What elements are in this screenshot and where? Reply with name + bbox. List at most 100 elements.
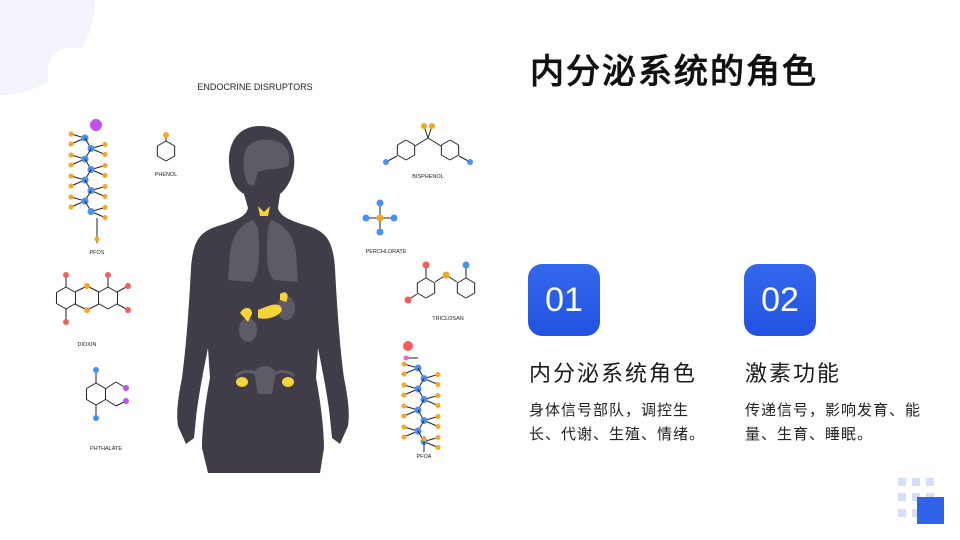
atom	[63, 319, 69, 325]
atom	[422, 261, 430, 269]
atom	[68, 183, 74, 189]
atom	[376, 214, 384, 222]
atom	[102, 205, 108, 210]
atom	[404, 296, 412, 304]
atom	[68, 152, 74, 158]
atom	[123, 398, 129, 404]
atom	[68, 141, 74, 147]
bond	[427, 137, 442, 147]
bond	[95, 399, 106, 406]
atom	[102, 173, 108, 178]
atom	[429, 123, 435, 129]
atom	[68, 194, 74, 200]
atom	[401, 371, 407, 377]
atom	[68, 173, 74, 179]
label-triclosan: TRICLOSAN	[432, 316, 464, 322]
bond	[397, 139, 407, 146]
bond	[86, 399, 97, 406]
atom	[403, 341, 413, 351]
atom	[435, 424, 441, 429]
bond	[465, 277, 475, 284]
atom	[102, 163, 108, 168]
label-bisphenol: BISPHENOL	[412, 174, 443, 180]
atom	[68, 131, 74, 137]
label-pfoa: PFOA	[417, 454, 432, 460]
bond	[107, 286, 118, 293]
bond	[65, 303, 76, 310]
bond	[86, 382, 97, 389]
bond	[107, 303, 118, 310]
atom	[467, 159, 473, 165]
label-perchlorate: PERCHLORATE	[366, 249, 407, 255]
atom	[383, 159, 389, 165]
bond	[405, 139, 415, 146]
bond	[417, 277, 427, 284]
bond	[425, 277, 435, 284]
atom	[403, 355, 409, 361]
atom	[401, 392, 407, 398]
atom	[102, 142, 108, 147]
bond	[98, 303, 109, 310]
bond	[104, 381, 117, 390]
atom	[462, 261, 470, 269]
atom	[401, 403, 407, 409]
label-phthalate: PHTHALATE	[90, 446, 122, 452]
atom	[401, 413, 407, 419]
bond	[165, 155, 175, 162]
bond	[95, 382, 106, 389]
atom	[163, 132, 169, 138]
atom	[84, 307, 90, 313]
bond	[425, 292, 435, 299]
body-silhouette	[177, 126, 349, 473]
atom	[401, 424, 407, 430]
atom	[401, 434, 407, 440]
bond	[56, 286, 67, 293]
bond	[157, 140, 167, 147]
atom	[435, 403, 441, 408]
atom	[102, 184, 108, 189]
bond	[65, 286, 76, 293]
bond	[457, 292, 467, 299]
atom	[123, 385, 129, 391]
atom	[93, 415, 99, 421]
bond	[457, 277, 467, 284]
bond	[165, 140, 175, 147]
atom	[435, 435, 441, 440]
accent-square-decoration	[917, 497, 944, 524]
atom	[94, 236, 100, 242]
card-heading-1: 内分泌系统角色	[529, 362, 698, 387]
bond	[56, 303, 67, 310]
atom	[102, 194, 108, 199]
bond	[465, 292, 475, 299]
atom	[84, 283, 90, 289]
atom	[87, 208, 95, 215]
atom	[435, 414, 441, 419]
atom	[442, 271, 450, 279]
atom	[435, 393, 441, 398]
bond	[449, 139, 459, 146]
atom	[125, 307, 131, 313]
card-text-2: 传递信号，影响发育、能量、生育、睡眠。	[745, 401, 922, 443]
atom	[401, 361, 407, 367]
atom	[362, 214, 370, 222]
atom	[125, 283, 131, 289]
label-phenol: PHENOL	[155, 172, 178, 178]
atom	[90, 119, 102, 131]
label-dioxin: DIOXIN	[78, 342, 97, 348]
badge-01: 01	[528, 264, 600, 336]
atom	[102, 215, 108, 220]
atom	[435, 372, 441, 377]
atom	[102, 152, 108, 157]
bond	[104, 398, 117, 407]
atom	[421, 123, 427, 129]
illustration-heading: ENDOCRINE DISRUPTORS	[197, 82, 312, 92]
bond	[157, 155, 167, 162]
bond	[98, 286, 109, 293]
bond	[405, 154, 415, 161]
atom	[376, 199, 384, 207]
bond	[449, 154, 459, 161]
badge-02: 02	[744, 264, 816, 336]
bond	[441, 139, 451, 146]
atom	[93, 367, 99, 373]
atom	[63, 272, 69, 278]
